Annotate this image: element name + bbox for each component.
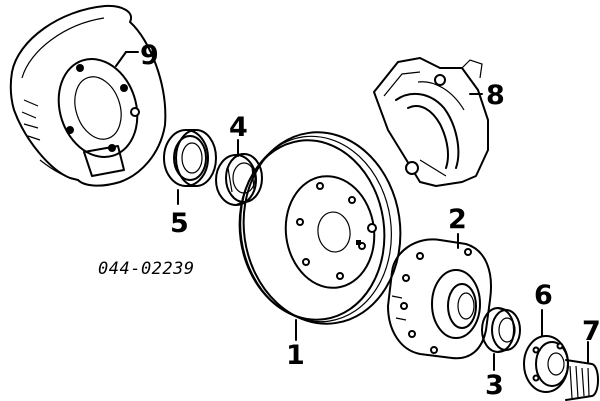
inner-bearing-part (481, 307, 521, 353)
oil-seal-part (163, 129, 217, 187)
hub-flange-part (523, 335, 569, 393)
brake-caliper-part (373, 57, 489, 187)
outer-bearing-part (215, 153, 263, 206)
callout-9: 9 (140, 40, 159, 71)
brake-disc-part (238, 131, 402, 325)
callout-3: 3 (485, 370, 504, 401)
callout-6: 6 (534, 280, 553, 311)
callout-2: 2 (448, 204, 467, 235)
leader-lines (115, 51, 589, 371)
callout-labels: 9 4 8 5 2 6 7 1 3 (140, 40, 600, 401)
axle-spindle-part (565, 359, 599, 401)
callout-7: 7 (582, 316, 600, 347)
callout-4: 4 (229, 112, 248, 143)
callout-8: 8 (486, 80, 505, 111)
callout-1: 1 (286, 340, 305, 371)
callout-5: 5 (170, 208, 189, 239)
part-code: 044-02239 (98, 259, 195, 279)
dust-shield-part (9, 4, 167, 187)
wheel-hub-part (387, 238, 492, 360)
